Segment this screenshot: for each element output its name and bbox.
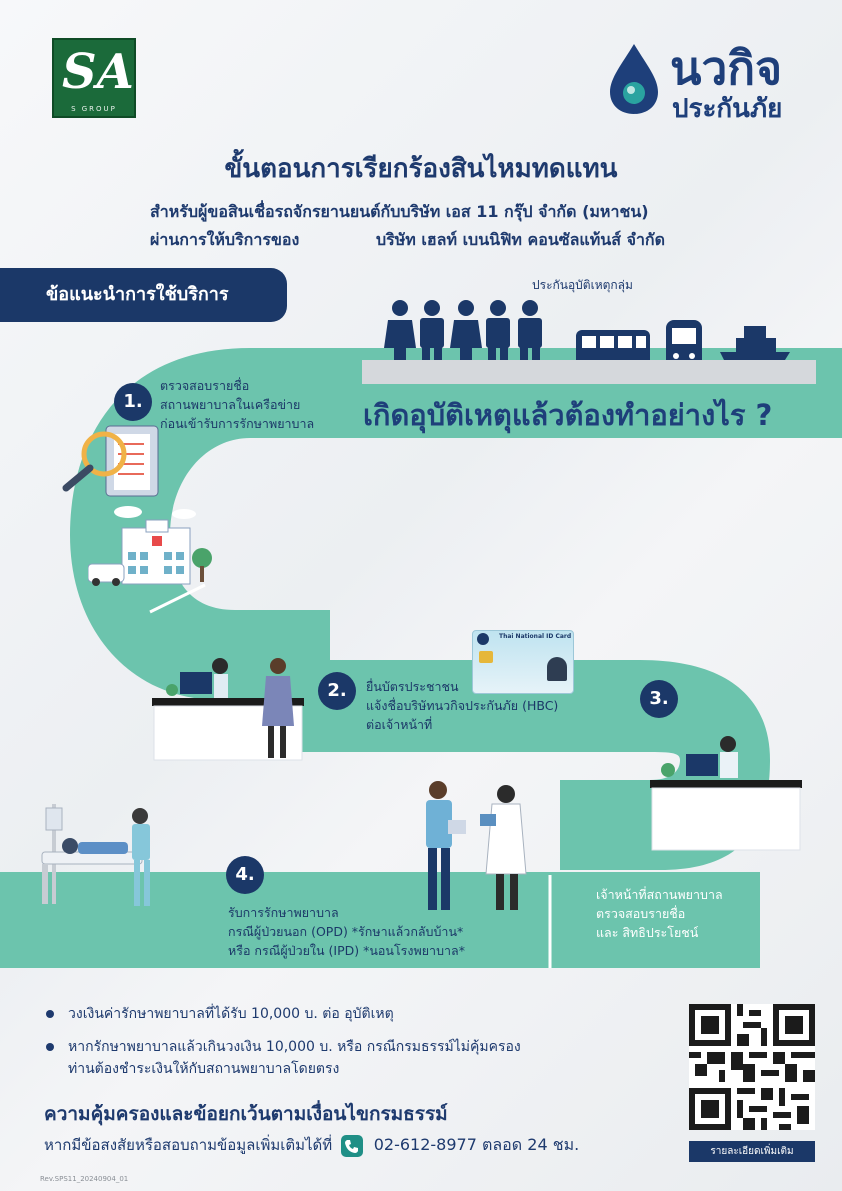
phone-icon <box>340 1134 363 1157</box>
bullet-text-1: วงเงินค่ารักษาพยาบาลที่ได้รับ 10,000 บ. … <box>68 1006 394 1022</box>
step-2-number: 2. <box>318 672 356 710</box>
accident-question: เกิดอุบัติเหตุแล้วต้องทำอย่างไร ? <box>363 398 773 432</box>
person-icon <box>384 300 416 372</box>
step-1-line-3: ก่อนเข้ารับการรักษาพยาบาล <box>160 416 315 431</box>
details-button[interactable]: รายละเอียดเพิ่มเติม <box>689 1141 815 1162</box>
qr-code[interactable] <box>689 1004 815 1130</box>
revision-code: Rev.SPS11_20240904_01 <box>40 1175 129 1183</box>
checklist-magnifier-illustration <box>62 425 159 497</box>
hospital-illustration <box>88 506 212 586</box>
conditions-list: วงเงินค่ารักษาพยาบาลที่ได้รับ 10,000 บ. … <box>44 1003 521 1091</box>
bullet-text-2: หากรักษาพยาบาลแล้วเกินวงเงิน 10,000 บ. ห… <box>68 1039 521 1055</box>
step-1-number: 1. <box>114 383 152 421</box>
photo-icon <box>547 657 567 681</box>
subtitle-line1: สำหรับผู้ขอสินเชื่อรถจักรยานยนต์กับบริษั… <box>150 202 649 221</box>
person-icon <box>518 300 542 372</box>
id-card-title: Thai National ID Card <box>499 633 572 640</box>
step-1-text: ตรวจสอบรายชื่อ สถานพยาบาลในเครือข่าย ก่อ… <box>160 376 314 433</box>
sa-logo-sub: S GROUP <box>71 105 117 113</box>
group-accident-label: ประกันอุบัติเหตุกลุ่ม <box>532 278 633 292</box>
step-1-line-2: สถานพยาบาลในเครือข่าย <box>160 397 301 412</box>
coverage-title: ความคุ้มครองและข้อยกเว้นตามเงื่อนไขกรมธร… <box>44 1103 448 1125</box>
reception-desk-illustration <box>152 658 304 761</box>
train-icon <box>662 320 706 378</box>
icons-base-bar <box>362 360 816 384</box>
page-title: ขั้นตอนการเรียกร้องสินไหมทดแทน <box>224 154 618 184</box>
step-1-line-1: ตรวจสอบรายชื่อ <box>160 378 250 393</box>
step-3-line-3: และ สิทธิประโยชน์ <box>596 925 699 940</box>
people-and-vehicles-icons <box>384 300 797 378</box>
navakij-logo: นวกิจ ประกันภัย <box>608 38 808 124</box>
sa-group-logo: SA S GROUP <box>52 38 136 118</box>
id-card-illustration: Thai National ID Card <box>472 630 574 694</box>
step-4-text: รับการรักษาพยาบาล กรณีผู้ป่วยนอก (OPD) *… <box>228 903 465 960</box>
person-icon <box>450 300 482 372</box>
service-guide-label: ข้อแนะนำการใช้บริการ <box>0 268 287 322</box>
step-3-line-1: เจ้าหน้าที่สถานพยาบาล <box>596 887 723 902</box>
doctors-illustration <box>426 781 527 910</box>
step-3-number: 3. <box>640 680 678 718</box>
contact-line: หากมีข้อสงสัยหรือสอบถามข้อมูลเพิ่มเติมได… <box>44 1133 579 1158</box>
step-4-line-3: หรือ กรณีผู้ป่วยใน (IPD) *นอนโรงพยาบาล* <box>228 943 465 958</box>
list-item: หากรักษาพยาบาลแล้วเกินวงเงิน 10,000 บ. ห… <box>44 1036 521 1080</box>
phone-number[interactable]: 02-612-8977 ตลอด 24 ชม. <box>373 1135 580 1154</box>
contact-prefix: หากมีข้อสงสัยหรือสอบถามข้อมูลเพิ่มเติมได… <box>44 1136 333 1154</box>
person-icon <box>420 300 444 372</box>
step-4-line-2: กรณีผู้ป่วยนอก (OPD) *รักษาแล้วกลับบ้าน* <box>228 924 464 939</box>
chip-icon <box>479 651 493 663</box>
brand-name-line2: ประกันภัย <box>672 94 783 124</box>
bullet-icon <box>46 1043 54 1051</box>
step-3-line-2: ตรวจสอบรายชื่อ <box>596 906 686 921</box>
person-icon <box>486 300 510 372</box>
emblem-icon <box>477 633 489 645</box>
step-2-line-2: แจ้งชื่อบริษัทนวกิจประกันภัย (HBC) <box>366 698 559 713</box>
subtitle-line2-b: บริษัท เฮลท์ เบนนิฟิท คอนซัลแท้นส์ จำกัด <box>376 230 665 249</box>
subtitle-line2-a: ผ่านการให้บริการของ <box>150 230 300 249</box>
step-3-text: เจ้าหน้าที่สถานพยาบาล ตรวจสอบรายชื่อ และ… <box>596 885 723 942</box>
step-4-line-1: รับการรักษาพยาบาล <box>228 905 339 920</box>
step-4-number: 4. <box>226 856 264 894</box>
bullet-icon <box>46 1010 54 1018</box>
staff-desk-illustration <box>650 736 802 851</box>
bullet-text-2b: ท่านต้องชำระเงินให้กับสถานพยาบาลโดยตรง <box>68 1061 340 1077</box>
water-drop-icon <box>610 44 658 114</box>
sa-logo-letters: SA <box>62 44 134 100</box>
step-2-line-1: ยื่นบัตรประชาชน <box>366 679 459 694</box>
step-2-text: ยื่นบัตรประชาชน แจ้งชื่อบริษัทนวกิจประกั… <box>366 677 558 734</box>
patient-bed-illustration <box>41 804 150 906</box>
step-2-line-3: ต่อเจ้าหน้าที่ <box>366 717 433 732</box>
brand-name-line1: นวกิจ <box>670 41 783 95</box>
list-item: วงเงินค่ารักษาพยาบาลที่ได้รับ 10,000 บ. … <box>44 1003 521 1025</box>
